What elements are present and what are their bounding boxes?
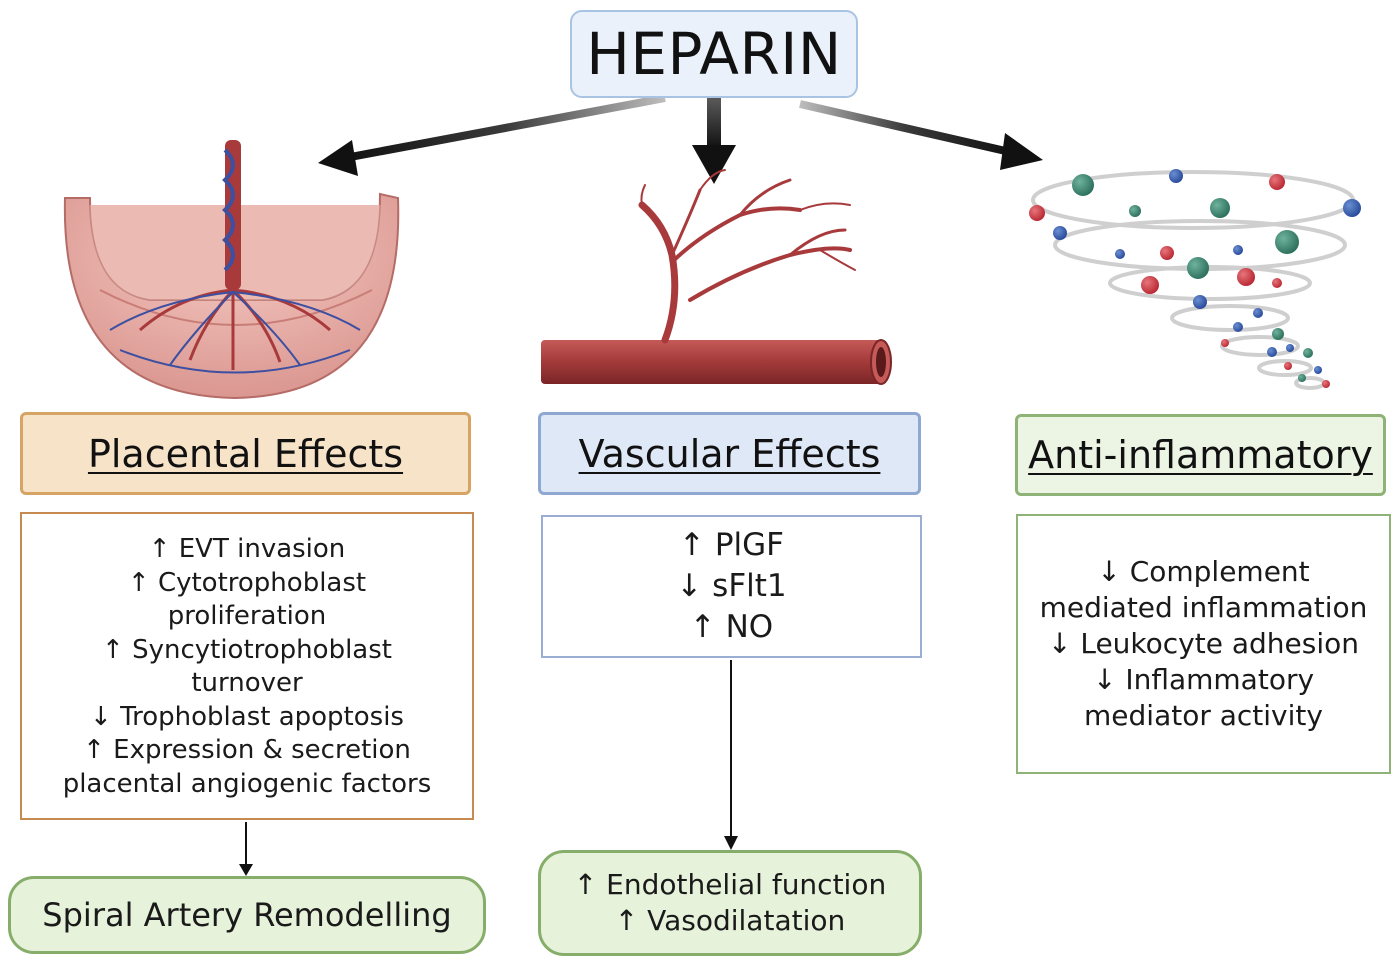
anti-inflammatory-effect-item: ↓ Leukocyte adhesion bbox=[1047, 627, 1359, 660]
spiral-artery-remodelling-outcome: Spiral Artery Remodelling bbox=[8, 876, 486, 954]
vascular-effects-list: ↑ PlGF ↓ sFlt1 ↑ NO bbox=[541, 515, 922, 658]
vascular-effect-item: ↑ NO bbox=[689, 609, 774, 645]
anti-inflammatory-effect-item: ↓ Inflammatory bbox=[1092, 663, 1315, 696]
placental-effect-item: ↑ Syncytiotrophoblast bbox=[102, 634, 392, 665]
anti-inflammatory-header: Anti-inflammatory bbox=[1015, 414, 1386, 496]
vascular-outcome-item: ↑ Vasodilatation bbox=[614, 904, 846, 937]
arrow-vascular-to-outcome bbox=[724, 660, 738, 850]
vascular-outcome-item: ↑ Endothelial function bbox=[573, 868, 887, 901]
vascular-effect-item: ↑ PlGF bbox=[679, 527, 784, 563]
vascular-effect-item: ↓ sFlt1 bbox=[676, 568, 787, 604]
anti-inflammatory-effect-item: mediator activity bbox=[1084, 699, 1323, 732]
anti-inflammatory-effect-item: mediated inflammation bbox=[1039, 591, 1368, 624]
placental-effect-item: turnover bbox=[191, 668, 303, 698]
placental-effects-header: Placental Effects bbox=[20, 412, 471, 495]
placental-effect-item: ↓ Trophoblast apoptosis bbox=[90, 701, 404, 732]
placental-effect-item: ↑ Cytotrophoblast bbox=[127, 567, 367, 598]
anti-inflammatory-effect-item: ↓ Complement bbox=[1097, 555, 1310, 588]
placental-effect-item: placental angiogenic factors bbox=[62, 768, 432, 799]
placental-effect-item: ↑ Expression & secretion bbox=[83, 735, 411, 765]
arrow-to-vascular bbox=[692, 98, 736, 184]
arrow-to-placental bbox=[318, 94, 666, 176]
placenta-illustration bbox=[63, 140, 400, 400]
vascular-outcome: ↑ Endothelial function ↑ Vasodilatation bbox=[538, 850, 922, 956]
placental-effect-item: proliferation bbox=[167, 601, 327, 631]
anti-inflammatory-effects-list: ↓ Complement mediated inflammation ↓ Leu… bbox=[1016, 514, 1391, 774]
arrow-placental-to-outcome bbox=[239, 822, 253, 876]
arrow-to-anti-inflammatory bbox=[799, 100, 1043, 170]
blood-vessel-illustration bbox=[541, 169, 892, 385]
placental-effects-list: ↑ EVT invasion ↑ Cytotrophoblast prolife… bbox=[20, 512, 474, 820]
heparin-title: HEPARIN bbox=[570, 10, 858, 98]
placental-effect-item: ↑ EVT invasion bbox=[148, 534, 346, 564]
vascular-effects-header: Vascular Effects bbox=[538, 412, 921, 495]
cytokine-storm-illustration bbox=[1029, 169, 1361, 390]
